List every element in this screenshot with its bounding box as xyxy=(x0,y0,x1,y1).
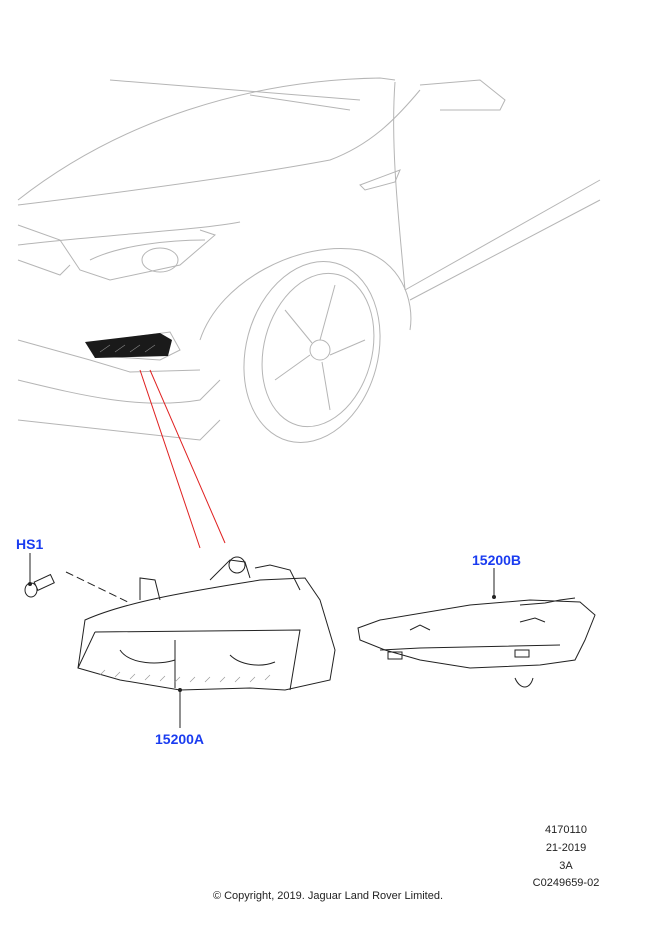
callout-dot xyxy=(492,595,496,599)
lamp-hatching xyxy=(99,344,156,353)
callout-15200a[interactable]: 15200A xyxy=(155,731,205,747)
bolt-hs1 xyxy=(24,573,55,598)
bolt-dash-line xyxy=(65,571,131,604)
callout-15200b[interactable]: 15200B xyxy=(472,552,522,568)
illustration-number: 4170110 xyxy=(544,824,587,836)
callout-leaders xyxy=(29,553,495,728)
callout-dot xyxy=(28,582,32,586)
fog-lamp-15200a xyxy=(77,556,336,691)
location-leader-lines xyxy=(139,369,226,549)
copyright-notice: © Copyright, 2019. Jaguar Land Rover Lim… xyxy=(212,890,444,902)
fog-lamp-15200b xyxy=(357,597,596,688)
lamp-a-hatching xyxy=(99,669,271,683)
highlighted-fog-lamp xyxy=(85,333,172,358)
illustration-code: C0249659-02 xyxy=(532,877,600,889)
vehicle-outline xyxy=(17,77,601,443)
callout-hs1[interactable]: HS1 xyxy=(16,536,44,552)
illustration-date: 21-2019 xyxy=(545,842,587,854)
illustration-revision: 3A xyxy=(559,860,573,872)
callout-dot xyxy=(178,688,182,692)
